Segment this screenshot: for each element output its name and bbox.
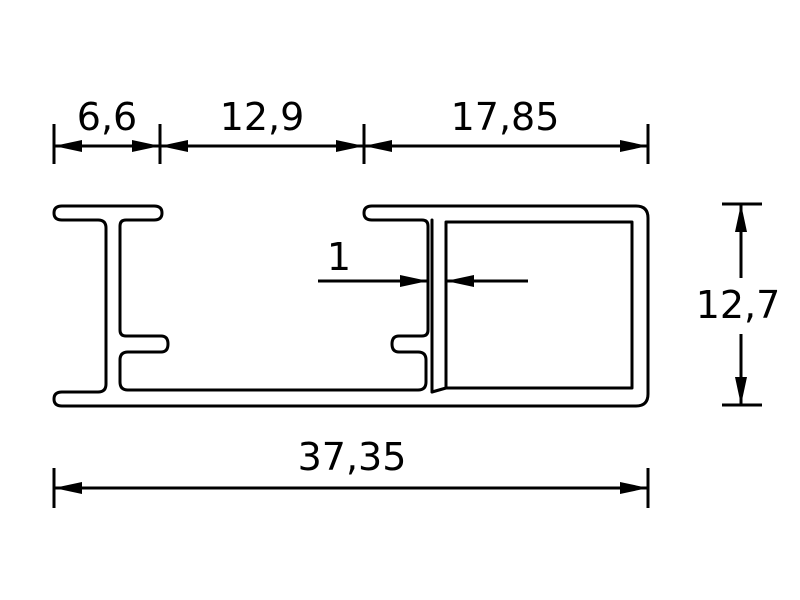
left-flange-outline <box>52 204 650 408</box>
profile-section <box>52 204 650 408</box>
dim-label-right: 17,85 <box>451 95 560 139</box>
arrow-icon <box>620 482 648 494</box>
height-dimension: 12,7 <box>696 202 781 407</box>
dim-label-height: 12,7 <box>696 283 781 327</box>
arrow-icon <box>364 140 392 152</box>
top-dimensions: 6,6 12,9 17,85 <box>52 95 650 164</box>
wall-thickness-dimension: 1 <box>318 235 528 287</box>
arrow-icon <box>735 204 747 232</box>
arrow-icon <box>446 275 474 287</box>
arrow-icon <box>54 482 82 494</box>
arrow-icon <box>620 140 648 152</box>
total-width-dimension: 37,35 <box>52 435 650 508</box>
dim-label-middle: 12,9 <box>220 95 305 139</box>
chamber-inner-outline <box>444 220 634 390</box>
arrow-icon <box>132 140 160 152</box>
arrow-icon <box>735 377 747 405</box>
arrow-icon <box>400 275 428 287</box>
arrow-icon <box>160 140 188 152</box>
dim-label-wall: 1 <box>327 235 351 279</box>
dim-label-total: 37,35 <box>298 435 407 479</box>
dim-label-left: 6,6 <box>77 95 137 139</box>
arrow-icon <box>336 140 364 152</box>
chamber-wall-line-2 <box>430 386 448 394</box>
arrow-icon <box>54 140 82 152</box>
